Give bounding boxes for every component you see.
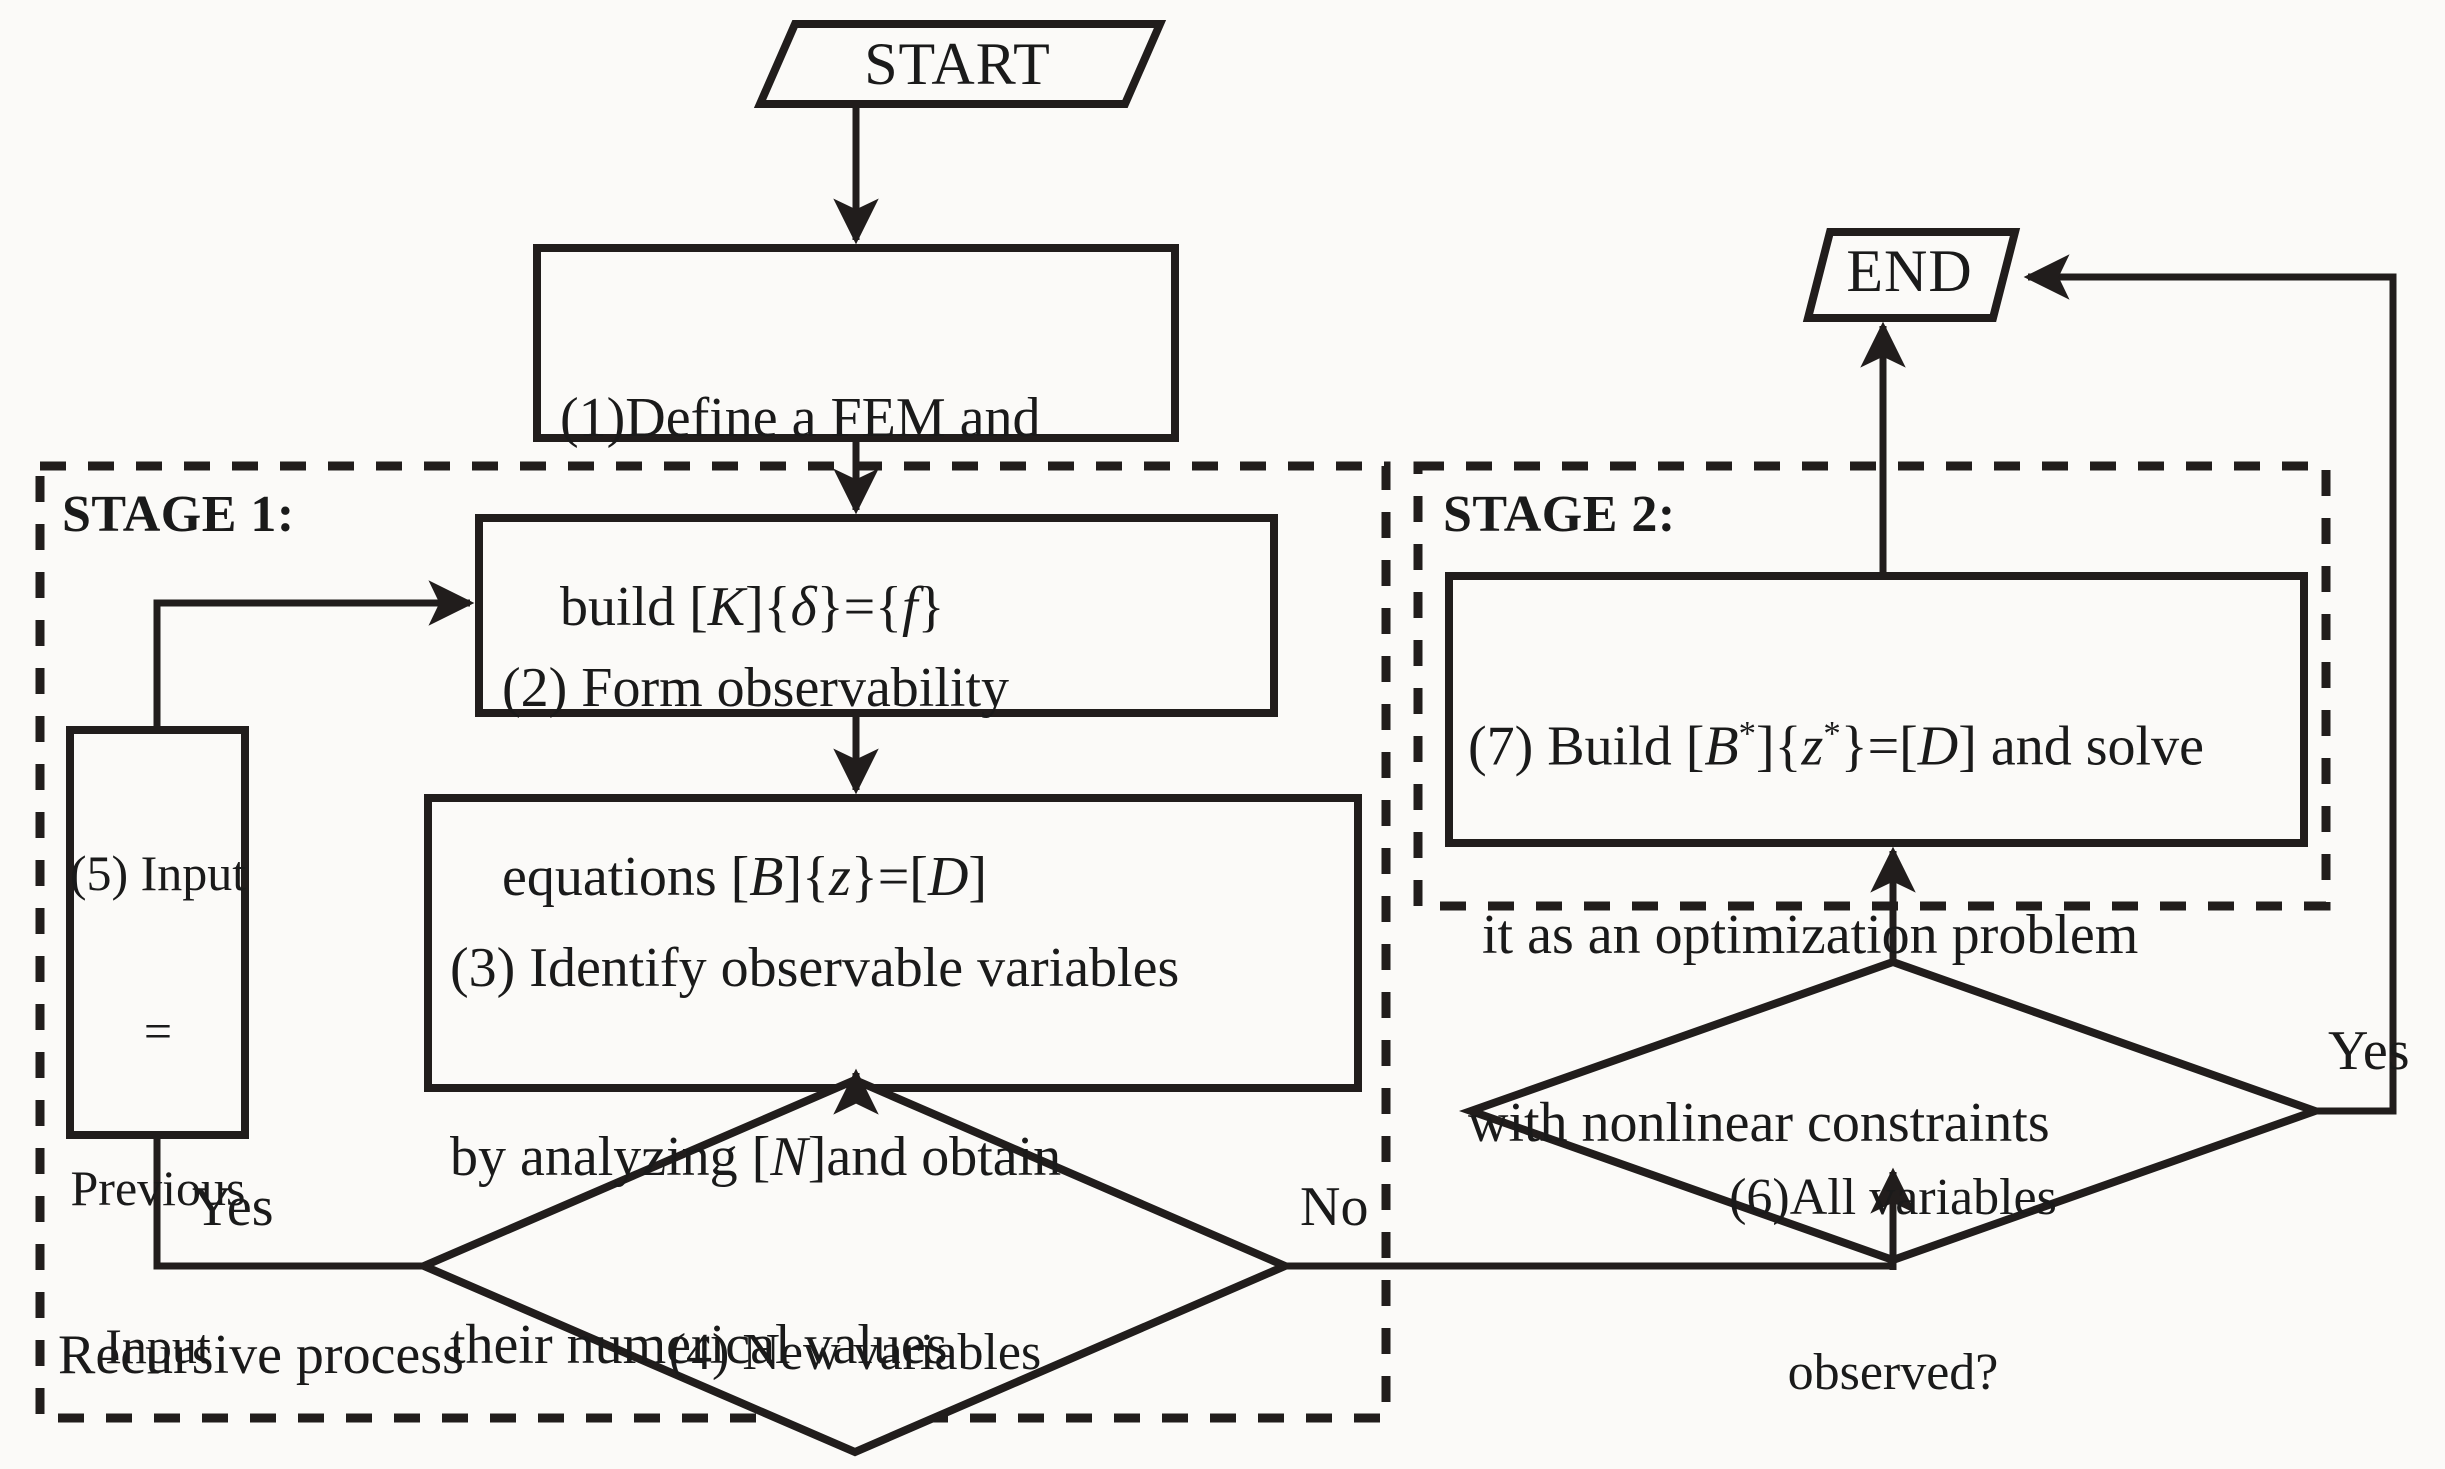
stage2-label: STAGE 2: bbox=[1443, 486, 1676, 543]
node-3-shape bbox=[424, 794, 1362, 1092]
node-1-shape bbox=[533, 244, 1179, 442]
node-7-line-2: it as an optimization problem bbox=[1482, 904, 2139, 967]
node-6-line-2: observed? bbox=[1787, 1344, 1999, 1402]
node-5-line-2: = bbox=[143, 1002, 173, 1059]
node-5-line-4: Input bbox=[105, 1317, 211, 1374]
node-2-line-1: (2) Form observability bbox=[502, 657, 1010, 720]
node-4-shape bbox=[413, 1075, 1296, 1457]
edge-6-yes-to-end bbox=[2023, 254, 2397, 1115]
recursive-process-note: Recursive process bbox=[58, 1324, 464, 1386]
stage2-dashed-container bbox=[1413, 461, 2331, 911]
start-terminator-shape bbox=[753, 20, 1167, 108]
edge-5-to-2 bbox=[153, 580, 475, 730]
node-2-shape bbox=[475, 514, 1278, 717]
node-6-text: (6)All variables observed? bbox=[1633, 1053, 2153, 1469]
node-2-line-2: equations [B]{z}=[D] bbox=[502, 845, 988, 908]
node-4-text: (4) New variables observed? bbox=[575, 1208, 1135, 1469]
node-3-line-2: by analyzing [N]and obtain bbox=[450, 1125, 1062, 1188]
node-7-text: (7) Build [B*]{z*}=[D] and solve it as a… bbox=[1468, 590, 2308, 1281]
edge-4-yes-to-5 bbox=[153, 1135, 424, 1270]
edge-label-6-yes: Yes bbox=[2328, 1020, 2410, 1082]
node-5-line-1: (5) Input bbox=[69, 845, 247, 901]
node-1-line-1: (1)Define a FEM and bbox=[560, 387, 1041, 450]
node-6-line-1: (6)All variables bbox=[1729, 1169, 2057, 1227]
node-2-text: (2) Form observability equations [B]{z}=… bbox=[502, 532, 1262, 1034]
end-terminator-label: END bbox=[1846, 238, 1973, 304]
edge-label-4-no: No bbox=[1300, 1176, 1369, 1238]
end-terminator-shape bbox=[1802, 228, 2021, 322]
edge-label-4-yes: Yes bbox=[192, 1176, 274, 1238]
node-4-line-1: (4) New variables bbox=[668, 1324, 1042, 1382]
node-7-shape bbox=[1445, 572, 2308, 847]
start-terminator-label: START bbox=[864, 31, 1051, 97]
node-5-line-3: Previous bbox=[70, 1160, 246, 1216]
stage1-dashed-container bbox=[35, 461, 1391, 1423]
stage1-label: STAGE 1: bbox=[62, 486, 295, 543]
node-5-text: (5) Input = Previous Input + Identified … bbox=[62, 742, 254, 1469]
node-1-line-2: build [K]{δ}={f} bbox=[560, 575, 945, 638]
node-1-text: (1)Define a FEM and build [K]{δ}={f} bbox=[560, 262, 1160, 764]
node-3-text: (3) Identify observable variables by ana… bbox=[450, 812, 1350, 1469]
node-5-shape bbox=[66, 726, 249, 1139]
node-7-line-1: (7) Build [B*]{z*}=[D] and solve bbox=[1468, 714, 2204, 779]
node-3-line-3: their numerical values bbox=[450, 1313, 948, 1376]
node-3-line-1: (3) Identify observable variables bbox=[450, 937, 1180, 1000]
node-7-line-3: with nonlinear constraints bbox=[1468, 1092, 2050, 1155]
